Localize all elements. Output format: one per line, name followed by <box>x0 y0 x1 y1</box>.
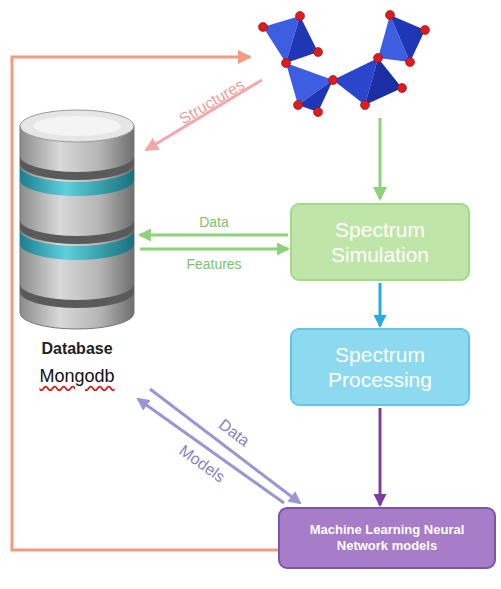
crystal-structure <box>259 11 430 117</box>
feedback-arrow <box>12 57 278 550</box>
flow-arrow <box>140 248 288 251</box>
tetrahedron-face <box>365 58 402 105</box>
flow-arrow <box>138 399 284 503</box>
process-box: Spectrum Processing <box>290 328 470 406</box>
process-box: Spectrum Simulation <box>290 203 470 281</box>
arrow-label: Structures <box>177 76 248 127</box>
edge-label: Data <box>216 416 253 449</box>
tetrahedron-face <box>286 16 318 63</box>
flow-arrow <box>379 283 382 326</box>
oxygen-atoms <box>259 11 430 117</box>
cylinder-shape <box>18 108 136 333</box>
database-cylinder: DatabaseMongodb <box>18 108 136 387</box>
edge-label: Data <box>199 215 229 229</box>
simulation-input-arrow <box>379 118 382 199</box>
box-text: Spectrum Simulation <box>302 217 458 267</box>
database-heading: Database <box>18 340 136 358</box>
flow-arrow <box>150 389 300 503</box>
edge-label: Features <box>186 257 241 271</box>
model-box: Machine Learning Neural Network models <box>278 507 496 569</box>
tetrahedron-face <box>390 15 425 62</box>
flow-arrow <box>140 234 288 237</box>
database-name: Mongodb <box>18 366 136 387</box>
box-text: Spectrum Processing <box>302 342 458 392</box>
edge-label: Models <box>176 443 227 486</box>
tetrahedron-face <box>298 80 333 112</box>
box-text: Machine Learning Neural Network models <box>307 522 467 553</box>
flow-arrow <box>379 408 382 505</box>
